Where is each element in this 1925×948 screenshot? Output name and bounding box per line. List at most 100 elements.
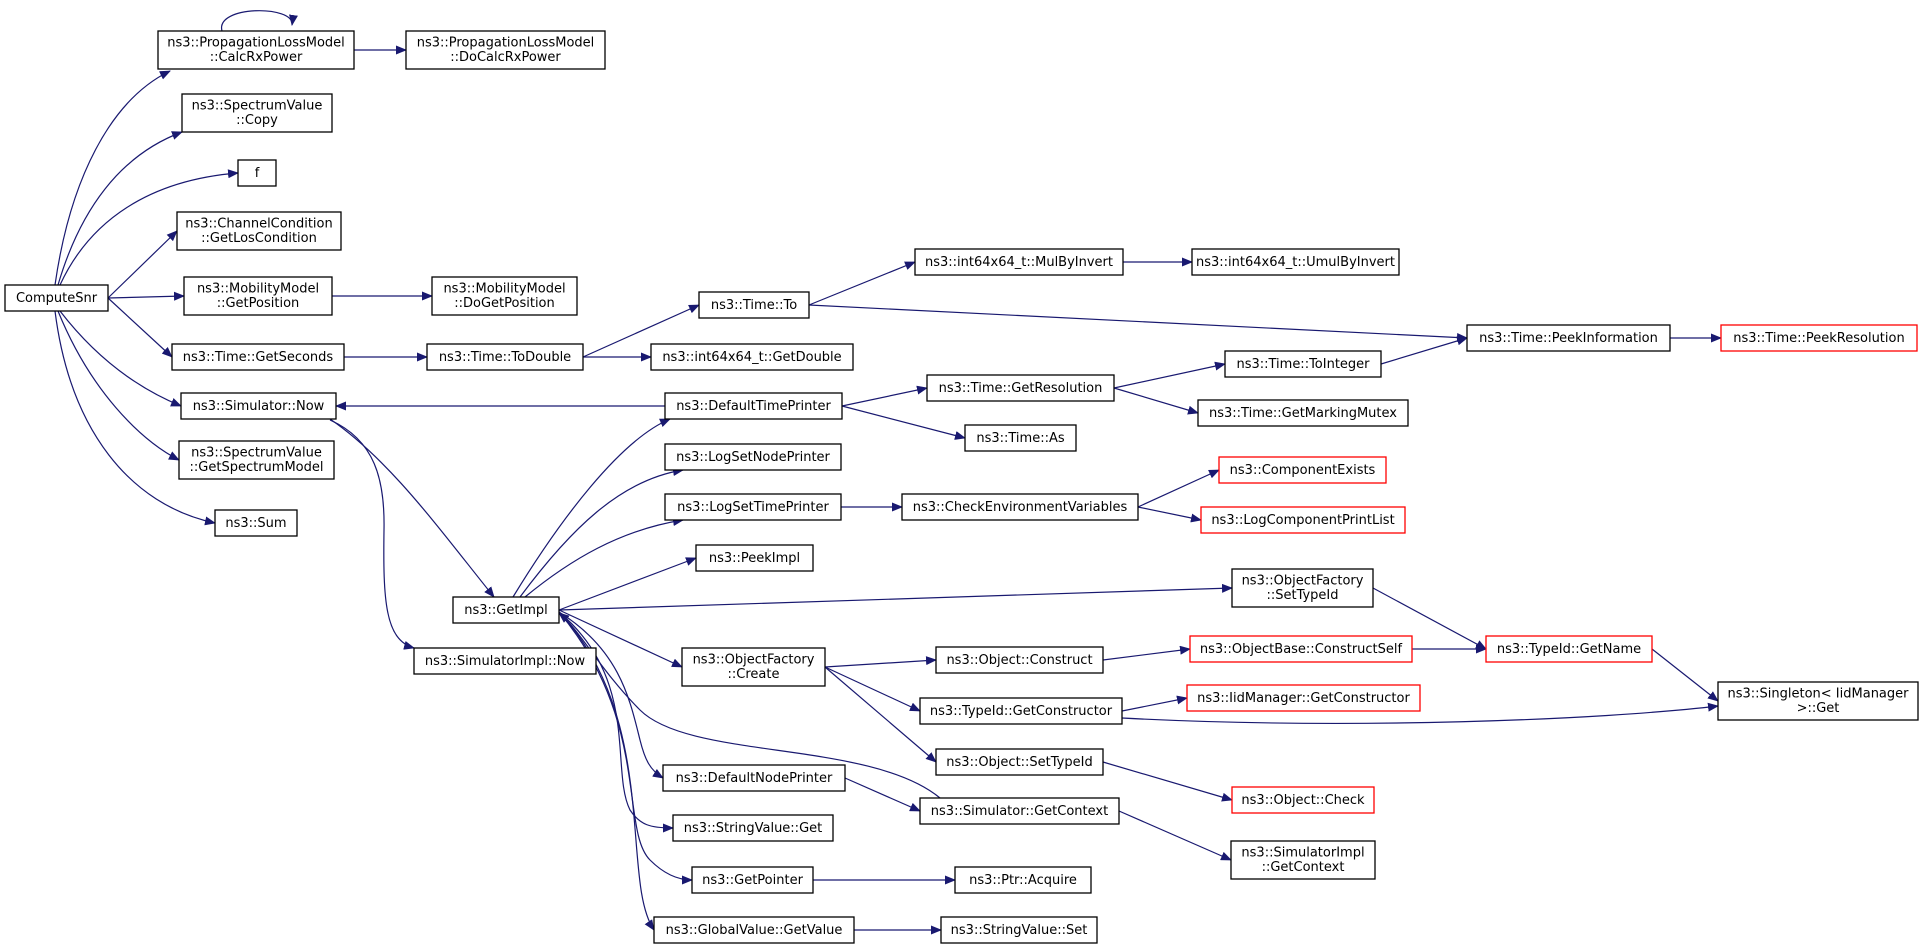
function-node[interactable]: ns3::ObjectFactory::Create: [681, 647, 826, 687]
function-node[interactable]: ns3::DefaultTimePrinter: [664, 392, 843, 420]
function-node[interactable]: ns3::Time::GetResolution: [926, 374, 1115, 402]
call-edge-n0-to-n1: [54, 70, 171, 286]
function-node[interactable]: ns3::MobilityModel::DoGetPosition: [431, 276, 578, 316]
call-edge-n16-to-n32: [329, 419, 415, 650]
function-node[interactable]: ns3::Simulator::Now: [180, 392, 337, 420]
node-label: ::DoCalcRxPower: [450, 50, 561, 65]
node-box: [180, 392, 337, 420]
function-node[interactable]: ns3::StringValue::Set: [940, 916, 1098, 944]
call-edge-n9-to-n11: [582, 304, 700, 358]
node-label: ::DoGetPosition: [454, 296, 555, 311]
function-node[interactable]: ns3::Sum: [214, 509, 298, 537]
call-edge-n0-to-n5: [107, 230, 178, 299]
function-node[interactable]: ns3::int64x64_t::UmulByInvert: [1191, 248, 1400, 276]
function-node[interactable]: ns3::GetImpl: [452, 596, 560, 624]
node-box: [698, 291, 810, 319]
call-edge-n40-to-n41: [1102, 761, 1233, 802]
call-edge-n30-to-n46: [558, 611, 693, 885]
function-node[interactable]: ns3::Object::Construct: [935, 646, 1104, 674]
function-node[interactable]: ns3::Object::SetTypeId: [935, 748, 1104, 776]
function-node[interactable]: ns3::GlobalValue::GetValue: [653, 916, 855, 944]
call-edge-n33-to-n34: [824, 656, 937, 668]
function-node[interactable]: ns3::StringValue::Get: [672, 814, 834, 842]
function-node[interactable]: ns3::TypeId::GetConstructor: [919, 697, 1123, 725]
function-node[interactable]: ns3::ChannelCondition::GetLosCondition: [176, 211, 342, 251]
call-edge-n43-to-n30: [558, 612, 941, 799]
node-box: [919, 797, 1120, 825]
function-node[interactable]: ns3::CheckEnvironmentVariables: [901, 493, 1139, 521]
node-label: ns3::CheckEnvironmentVariables: [913, 500, 1128, 515]
function-node[interactable]: ns3::LogSetTimePrinter: [664, 493, 842, 521]
node-label: ns3::Ptr::Acquire: [969, 873, 1077, 888]
node-label: ns3::SpectrumValue: [191, 446, 322, 461]
call-edge-n43-to-n44: [1118, 810, 1232, 861]
function-node[interactable]: ns3::LogComponentPrintList: [1200, 506, 1406, 534]
node-label: ns3::LogSetTimePrinter: [677, 500, 829, 515]
node-box: [914, 248, 1124, 276]
function-node[interactable]: ns3::PropagationLossModel::CalcRxPower: [157, 30, 355, 70]
node-label: ns3::ObjectFactory: [693, 653, 815, 668]
function-node[interactable]: ns3::Time::GetMarkingMutex: [1197, 399, 1409, 427]
node-box: [1200, 506, 1406, 534]
function-node[interactable]: ns3::Time::PeekInformation: [1466, 324, 1671, 352]
function-node[interactable]: ns3::LogSetNodePrinter: [664, 443, 842, 471]
call-edge-n31-to-n36: [1372, 587, 1487, 650]
node-box: [426, 343, 584, 371]
function-node[interactable]: ns3::int64x64_t::GetDouble: [650, 343, 854, 371]
function-node[interactable]: ns3::IidManager::GetConstructor: [1186, 684, 1421, 712]
node-layer: ComputeSnr ns3::PropagationLossModel::Cal…: [4, 30, 1919, 944]
function-node[interactable]: ns3::Time::ToInteger: [1224, 350, 1382, 378]
function-node[interactable]: ns3::Ptr::Acquire: [954, 866, 1092, 894]
call-edge-n33-to-n38: [824, 666, 921, 712]
call-edge-n30-to-n33: [558, 609, 683, 668]
function-node[interactable]: ns3::SimulatorImpl::Now: [413, 647, 597, 675]
function-node[interactable]: ns3::Time::As: [964, 424, 1077, 452]
function-node[interactable]: ns3::MobilityModel::GetPosition: [183, 276, 333, 316]
function-node[interactable]: ns3::Time::To: [698, 291, 810, 319]
node-box: [405, 30, 606, 70]
function-node[interactable]: ns3::Time::GetSeconds: [171, 343, 345, 371]
function-node[interactable]: ns3::Singleton< IidManager>::Get: [1717, 681, 1919, 721]
function-node[interactable]: f: [237, 159, 277, 187]
function-node[interactable]: ns3::SimulatorImpl::GetContext: [1230, 840, 1376, 880]
function-node[interactable]: ns3::TypeId::GetName: [1485, 635, 1653, 663]
function-node[interactable]: ns3::GetPointer: [691, 866, 814, 894]
function-node[interactable]: ns3::DefaultNodePrinter: [662, 764, 846, 792]
function-node[interactable]: ns3::int64x64_t::MulByInvert: [914, 248, 1124, 276]
function-node[interactable]: ns3::SpectrumValue::GetSpectrumModel: [178, 440, 335, 480]
call-edge-n0-to-n3: [57, 131, 183, 286]
node-box: [1218, 456, 1387, 484]
function-node[interactable]: ns3::Object::Check: [1231, 786, 1375, 814]
node-label: ns3::Time::To: [711, 298, 797, 313]
node-box: [901, 493, 1139, 521]
node-box: [653, 916, 855, 944]
node-box: [935, 646, 1104, 674]
function-node[interactable]: ns3::ObjectFactory::SetTypeId: [1231, 568, 1374, 608]
node-label: ns3::Time::ToDouble: [439, 350, 571, 365]
call-edge-n0-to-n22: [57, 310, 180, 461]
function-node[interactable]: ns3::ObjectBase::ConstructSelf: [1189, 635, 1413, 663]
node-box: [662, 764, 846, 792]
node-label: ns3::Object::Construct: [946, 653, 1092, 668]
function-node[interactable]: ns3::SpectrumValue::Copy: [181, 93, 333, 133]
node-box: [1485, 635, 1653, 663]
node-box: [413, 647, 597, 675]
function-node[interactable]: ns3::PeekImpl: [695, 544, 814, 572]
function-node[interactable]: ns3::Simulator::GetContext: [919, 797, 1120, 825]
function-node[interactable]: ns3::PropagationLossModel::DoCalcRxPower: [405, 30, 606, 70]
node-box: [1720, 324, 1918, 352]
function-node[interactable]: ns3::ComponentExists: [1218, 456, 1387, 484]
node-box: [237, 159, 277, 187]
node-box: [954, 866, 1092, 894]
call-edge-n0-to-n28: [54, 310, 216, 526]
call-edge-n11-to-n12: [808, 261, 916, 306]
node-label: ns3::Time::GetResolution: [939, 381, 1103, 396]
node-box: [1230, 840, 1376, 880]
function-node[interactable]: ns3::Time::ToDouble: [426, 343, 584, 371]
node-label: ComputeSnr: [16, 291, 98, 306]
function-node[interactable]: ns3::Time::PeekResolution: [1720, 324, 1918, 352]
node-box: [940, 916, 1098, 944]
call-edge-n25-to-n27: [1137, 506, 1202, 523]
call-edge-n30-to-n45: [558, 611, 674, 833]
